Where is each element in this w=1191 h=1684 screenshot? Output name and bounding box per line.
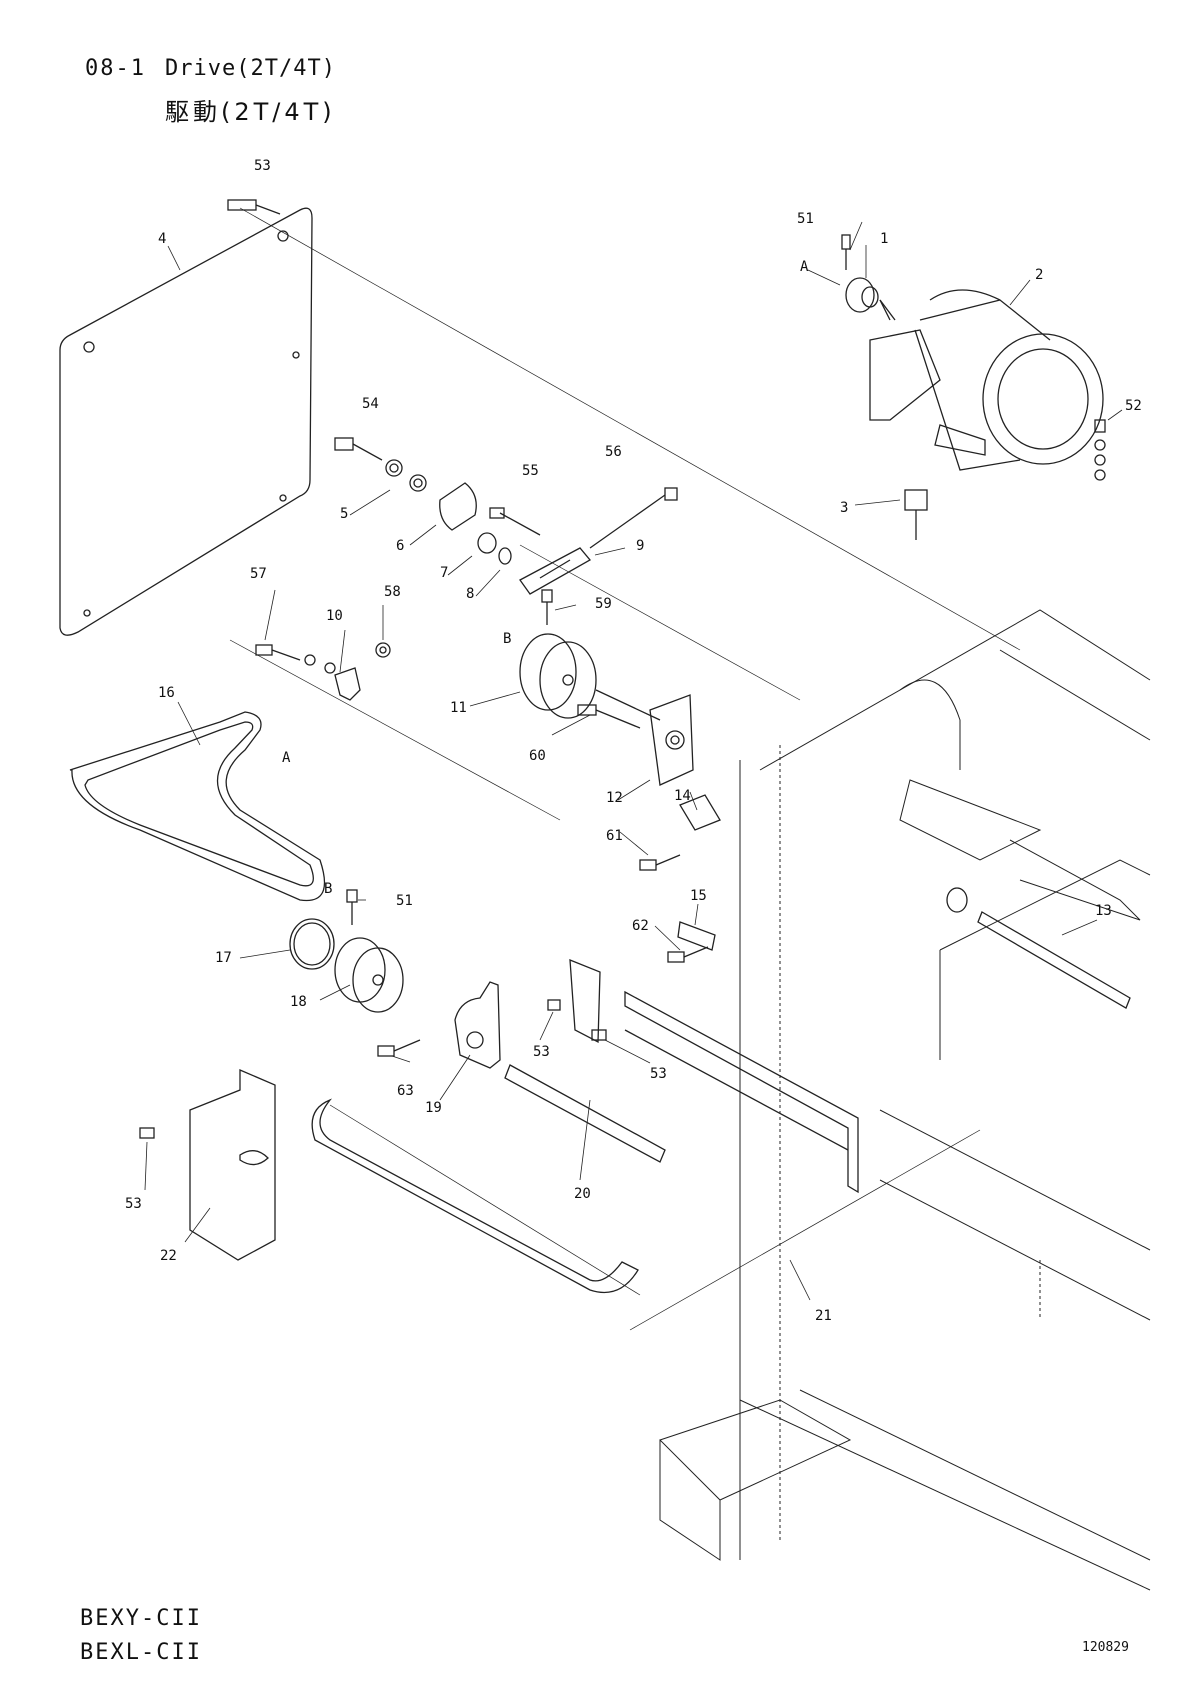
callout-51-lower: 51 — [396, 893, 413, 909]
callout-2: 2 — [1035, 267, 1043, 283]
callout-53-mid: 53 — [533, 1044, 550, 1060]
cover-plate — [60, 208, 312, 635]
shaft-20 — [505, 1065, 665, 1162]
shaft-13 — [978, 912, 1130, 1008]
callout-55: 55 — [522, 463, 539, 479]
callout-60: 60 — [529, 748, 546, 764]
callout-7: 7 — [440, 565, 448, 581]
callout-57: 57 — [250, 566, 267, 582]
ref-a-motor: A — [800, 259, 809, 275]
ref-b-belt: B — [324, 881, 332, 897]
callout-1: 1 — [880, 231, 888, 247]
bracket-9 — [520, 548, 590, 594]
callout-63: 63 — [397, 1083, 414, 1099]
ring-17 — [290, 919, 334, 969]
callout-22: 22 — [160, 1248, 177, 1264]
callout-53-cover: 53 — [125, 1196, 142, 1212]
callout-51-top: 51 — [797, 211, 814, 227]
callout-53-rail: 53 — [650, 1066, 667, 1082]
motor-pulley — [846, 278, 895, 320]
ref-a-belt: A — [282, 750, 291, 766]
machine-frame — [660, 610, 1150, 1590]
callout-59: 59 — [595, 596, 612, 612]
pulley-11 — [520, 634, 660, 720]
callout-14: 14 — [674, 788, 691, 804]
callout-8: 8 — [466, 586, 474, 602]
collar — [440, 483, 477, 530]
callout-13: 13 — [1095, 903, 1112, 919]
callout-17: 17 — [215, 950, 232, 966]
callout-21: 21 — [815, 1308, 832, 1324]
clip-10 — [335, 668, 360, 700]
bracket-15 — [678, 922, 715, 950]
callout-53-top: 53 — [254, 158, 271, 174]
drawing-number: 120829 — [1082, 1640, 1129, 1655]
callout-labels: 1 2 3 4 5 6 7 8 9 10 11 12 13 14 15 16 1… — [125, 158, 1142, 1324]
model-name: BEXL-CII — [80, 1640, 202, 1665]
callout-20: 20 — [574, 1186, 591, 1202]
callout-54: 54 — [362, 396, 379, 412]
callout-15: 15 — [690, 888, 707, 904]
callout-56: 56 — [605, 444, 622, 460]
callout-9: 9 — [636, 538, 644, 554]
callout-16: 16 — [158, 685, 175, 701]
callout-4: 4 — [158, 231, 166, 247]
callout-18: 18 — [290, 994, 307, 1010]
callout-61: 61 — [606, 828, 623, 844]
motor — [870, 290, 1103, 470]
callout-6: 6 — [396, 538, 404, 554]
callout-52: 52 — [1125, 398, 1142, 414]
callout-12: 12 — [606, 790, 623, 806]
model-name: BEXY-CII — [80, 1606, 202, 1631]
ref-b-pulley: B — [503, 631, 511, 647]
cover-22 — [190, 1070, 275, 1260]
callout-5: 5 — [340, 506, 348, 522]
bearing-unit-19 — [455, 982, 500, 1068]
callout-3: 3 — [840, 500, 848, 516]
callout-62: 62 — [632, 918, 649, 934]
callout-11: 11 — [450, 700, 467, 716]
callout-10: 10 — [326, 608, 343, 624]
callout-19: 19 — [425, 1100, 442, 1116]
callout-58: 58 — [384, 584, 401, 600]
pulley-18 — [335, 938, 403, 1012]
